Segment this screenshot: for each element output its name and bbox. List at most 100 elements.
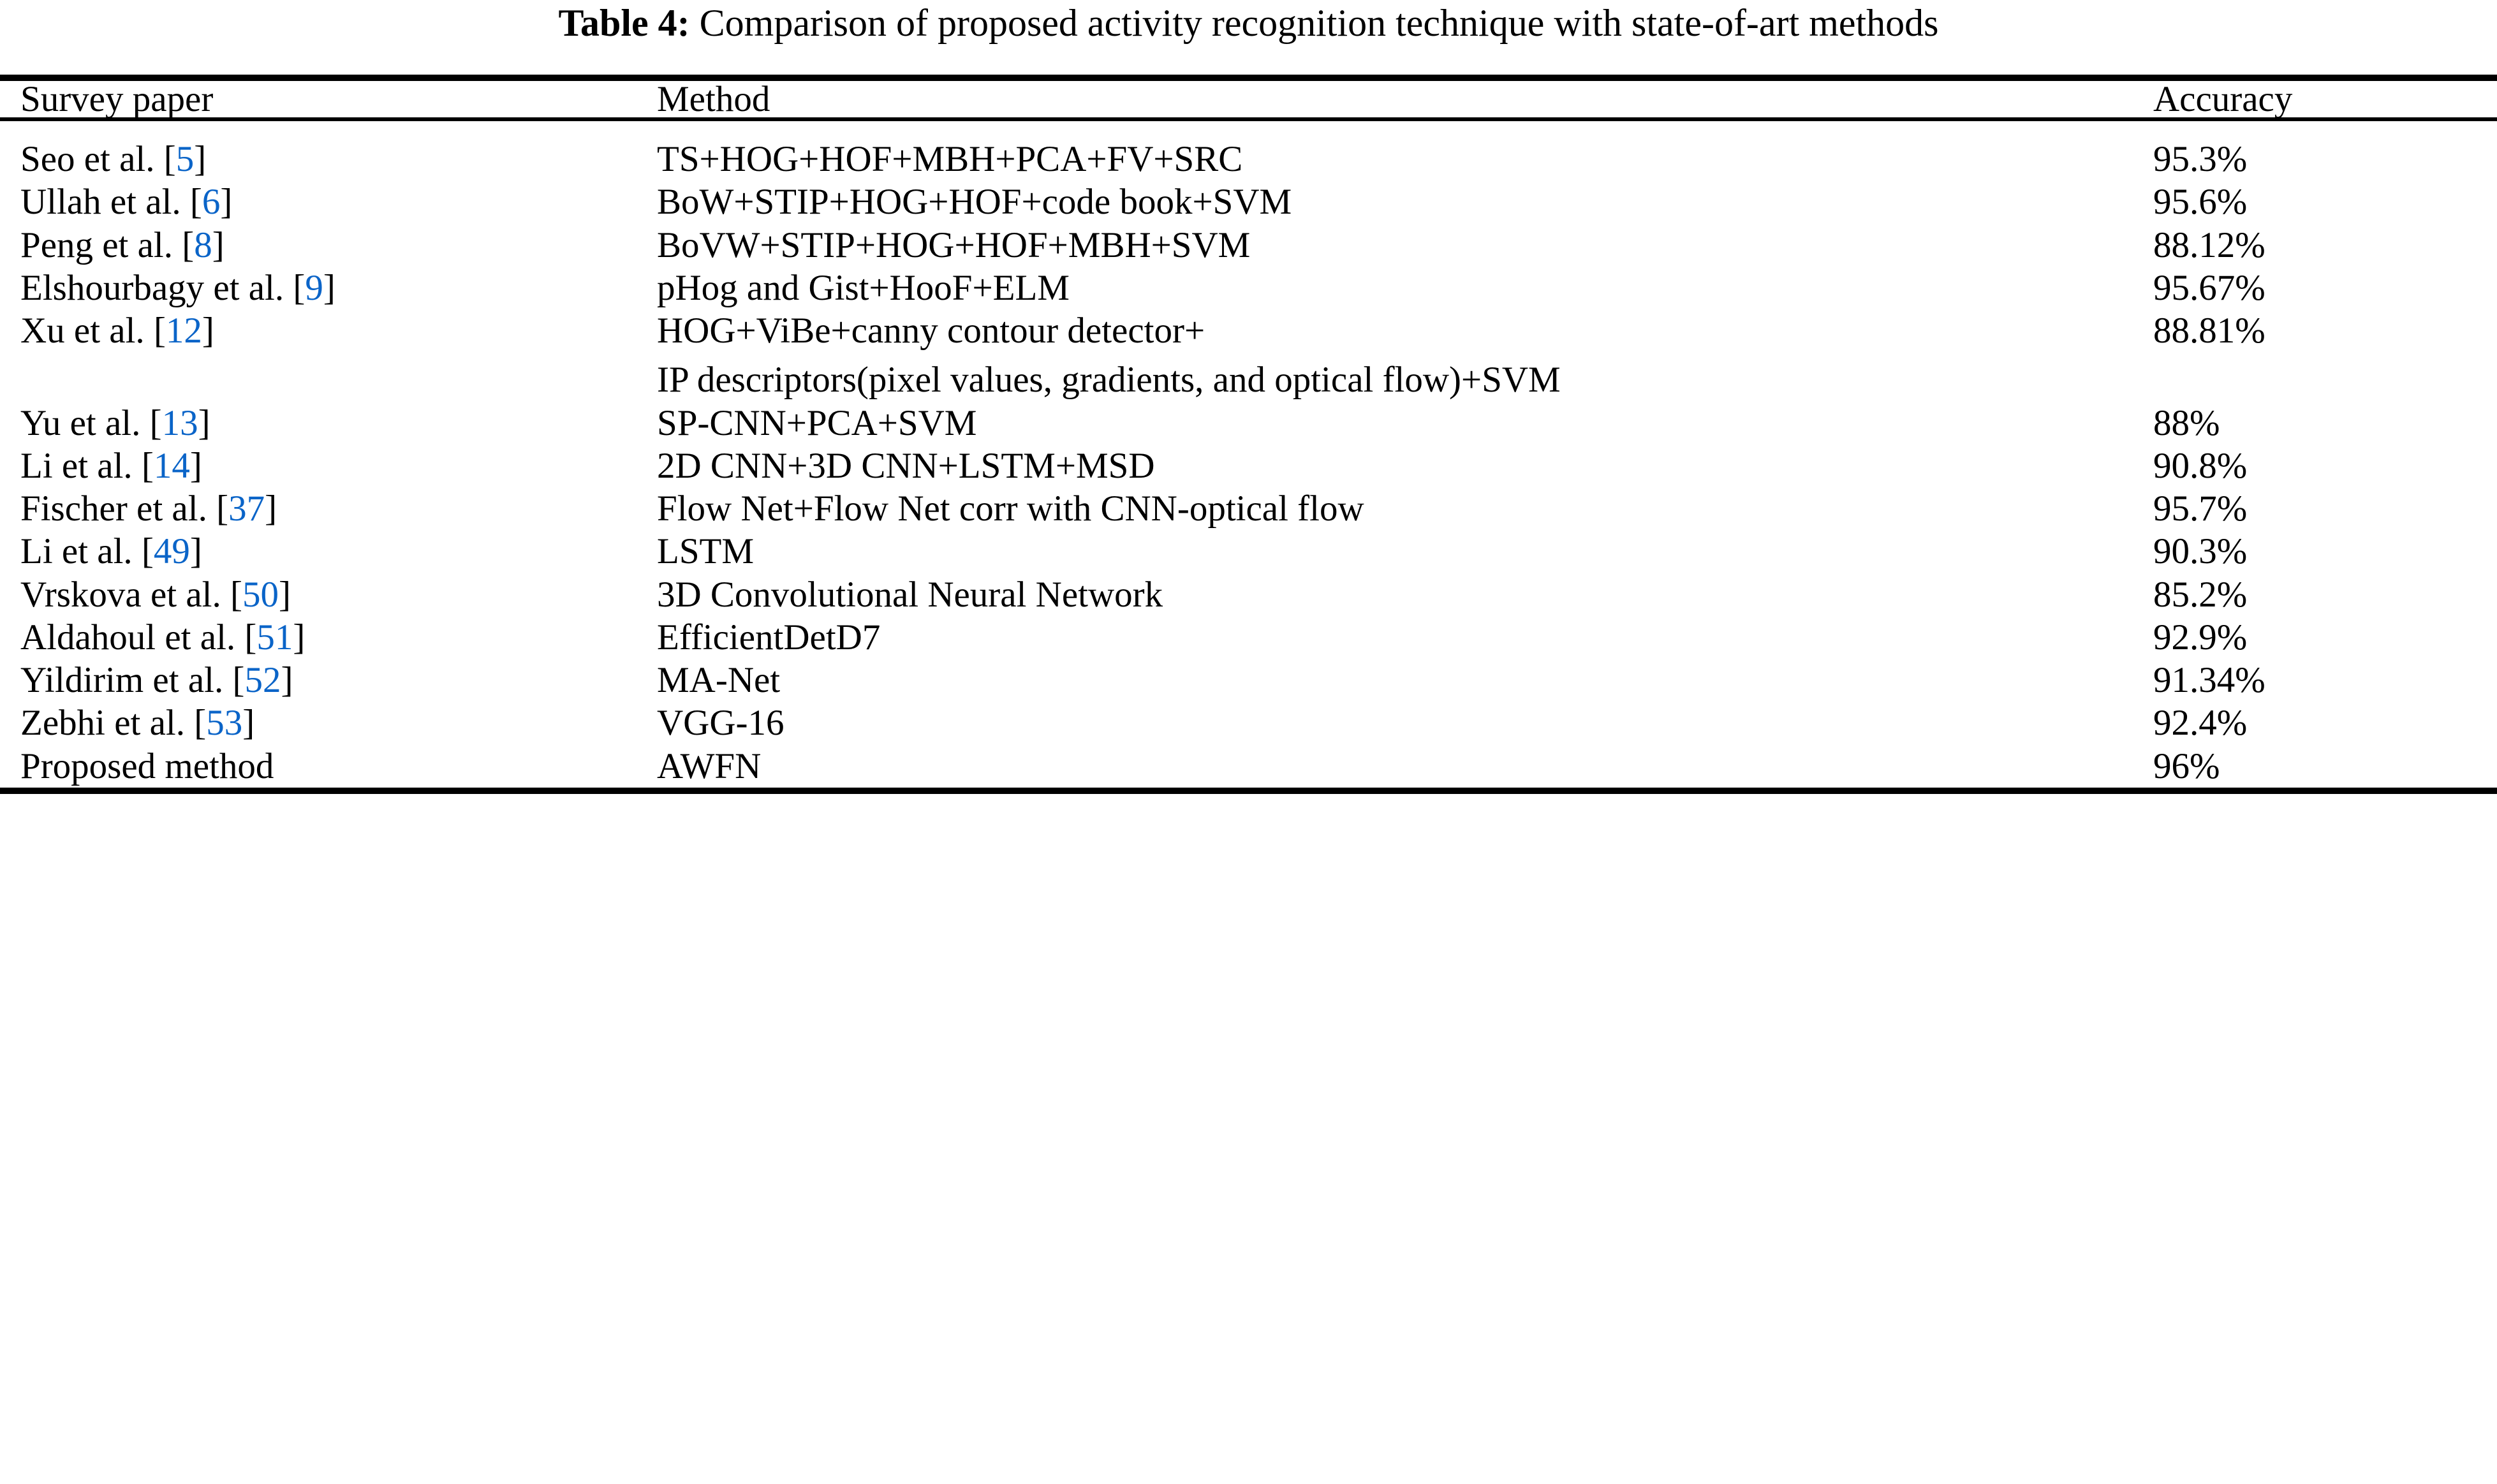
citation-close-bracket: ] (189, 531, 202, 572)
citation-link[interactable]: 49 (153, 531, 190, 572)
citation-open-bracket: [ (232, 660, 245, 700)
cell-accuracy: 96% (2153, 746, 2220, 786)
citation-open-bracket: [ (163, 139, 176, 179)
survey-paper-name: Zebhi et al. (20, 703, 185, 744)
citation-link[interactable]: 52 (244, 660, 281, 700)
method-line: MA-Net (657, 660, 781, 700)
method-line: 3D Convolutional Neural Network (657, 574, 1163, 615)
cell-method: 3D Convolutional Neural Network (651, 573, 2149, 616)
cell-method: LSTM (651, 530, 2149, 573)
survey-paper-name: Elshourbagy et al. (20, 267, 284, 308)
cell-survey-paper: Elshourbagy et al. [9] (0, 267, 651, 309)
citation-open-bracket: [ (293, 267, 306, 308)
survey-paper-name: Li et al. (20, 445, 133, 486)
method-line: TS+HOG+HOF+MBH+PCA+FV+SRC (657, 139, 1243, 179)
cell-survey-paper: Vrskova et al. [50] (0, 573, 651, 616)
citation-close-bracket: ] (202, 311, 214, 351)
citation-link[interactable]: 51 (256, 617, 293, 658)
cell-accuracy: 95.6% (2153, 182, 2248, 223)
table-header: Survey paper Method Accuracy (0, 81, 2497, 117)
comparison-table: Survey paper Method Accuracy (0, 81, 2497, 117)
citation-open-bracket: [ (153, 311, 166, 351)
cell-method: TS+HOG+HOF+MBH+PCA+FV+SRC (651, 121, 2149, 180)
table-header-rule (0, 117, 2497, 121)
citation-link[interactable]: 53 (206, 703, 243, 744)
table-caption: Table 4: Comparison of proposed activity… (0, 0, 2497, 47)
citation-link[interactable]: 14 (153, 445, 190, 486)
cell-survey-paper: Seo et al. [5] (0, 121, 651, 180)
method-line: pHog and Gist+HooF+ELM (657, 267, 1070, 308)
citation-open-bracket: [ (244, 617, 257, 658)
citation-close-bracket: ] (278, 574, 291, 615)
method-line: EfficientDetD7 (657, 617, 881, 658)
column-header-survey-paper: Survey paper (20, 79, 214, 119)
survey-paper-name: Xu et al. (20, 311, 145, 351)
table-row: Peng et al. [8]BoVW+STIP+HOG+HOF+MBH+SVM… (0, 224, 2497, 267)
cell-survey-paper: Fischer et al. [37] (0, 487, 651, 530)
table-row: Zebhi et al. [53] VGG-16 92.4% (0, 702, 2497, 744)
cell-method: EfficientDetD7 (651, 616, 2149, 659)
citation-open-bracket: [ (141, 531, 154, 572)
citation-close-bracket: ] (212, 224, 225, 265)
method-line: SP-CNN+PCA+SVM (657, 402, 977, 443)
citation-link[interactable]: 13 (161, 402, 198, 443)
cell-survey-paper: Peng et al. [8] (0, 224, 651, 267)
cell-survey-paper: Proposed method (0, 745, 651, 788)
citation-close-bracket: ] (194, 139, 207, 179)
citation-open-bracket: [ (216, 489, 229, 529)
survey-paper-name: Seo et al. (20, 139, 155, 179)
cell-method: HOG+ViBe+canny contour detector+IP descr… (651, 309, 2149, 402)
survey-paper-name: Peng et al. (20, 224, 173, 265)
table-row: Elshourbagy et al. [9]pHog and Gist+HooF… (0, 267, 2497, 309)
citation-link[interactable]: 8 (194, 224, 212, 265)
citation-link[interactable]: 9 (305, 267, 323, 308)
citation-link[interactable]: 5 (175, 139, 195, 179)
cell-survey-paper: Xu et al. [12] (0, 309, 651, 402)
cell-survey-paper: Yildirim et al. [52] (0, 659, 651, 702)
cell-accuracy: 92.4% (2153, 703, 2248, 744)
survey-paper-name: Fischer et al. (20, 489, 207, 529)
cell-survey-paper: Li et al. [49] (0, 530, 651, 573)
citation-close-bracket: ] (220, 182, 233, 223)
cell-accuracy: 95.67% (2153, 267, 2265, 308)
citation-close-bracket: ] (242, 703, 255, 744)
cell-accuracy: 88.81% (2153, 311, 2265, 351)
citation-open-bracket: [ (194, 703, 207, 744)
method-line: IP descriptors(pixel values, gradients, … (657, 360, 1561, 400)
cell-method: BoW+STIP+HOG+HOF+code book+SVM (651, 180, 2149, 223)
survey-paper-name: Ullah et al. (20, 182, 181, 223)
citation-link[interactable]: 12 (165, 311, 202, 351)
cell-method: pHog and Gist+HooF+ELM (651, 267, 2149, 309)
cell-survey-paper: Aldahoul et al. [51] (0, 616, 651, 659)
citation-open-bracket: [ (182, 224, 195, 265)
citation-close-bracket: ] (265, 489, 277, 529)
citation-link[interactable]: 50 (242, 574, 279, 615)
method-line: Flow Net+Flow Net corr with CNN-optical … (657, 489, 1364, 529)
citation-link[interactable]: 6 (202, 182, 221, 223)
table-row: Ullah et al. [6] BoW+STIP+HOG+HOF+code bo… (0, 180, 2497, 223)
table-header-row: Survey paper Method Accuracy (0, 81, 2497, 117)
citation-open-bracket: [ (189, 182, 202, 223)
method-line: VGG-16 (657, 703, 784, 744)
cell-method: AWFN (651, 745, 2149, 788)
cell-accuracy: 85.2% (2153, 574, 2248, 615)
cell-method: MA-Net (651, 659, 2149, 702)
survey-paper-name: Yildirim et al. (20, 660, 224, 700)
cell-survey-paper: Li et al. [14] (0, 444, 651, 487)
method-line: BoW+STIP+HOG+HOF+code book+SVM (657, 182, 1292, 223)
survey-paper-name: Li et al. (20, 531, 133, 572)
survey-paper-name: Vrskova et al. (20, 574, 221, 615)
cell-accuracy: 88% (2153, 402, 2220, 443)
cell-accuracy: 88.12% (2153, 224, 2265, 265)
table-row: Fischer et al. [37]Flow Net+Flow Net cor… (0, 487, 2497, 530)
citation-open-bracket: [ (230, 574, 242, 615)
citation-link[interactable]: 37 (228, 489, 265, 529)
method-line: AWFN (657, 746, 762, 786)
